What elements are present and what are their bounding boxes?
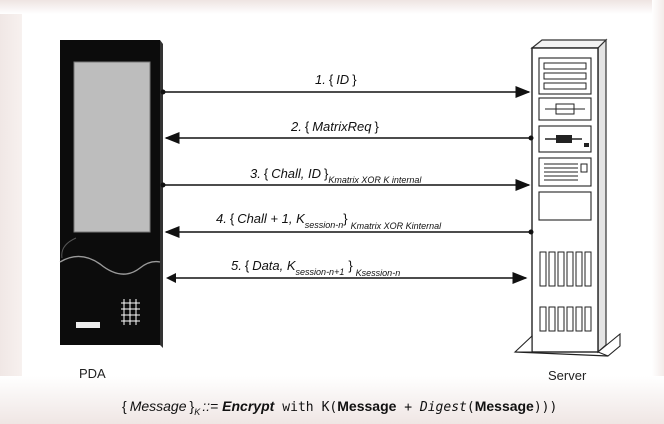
pda-button <box>76 322 100 328</box>
message-1-label: 1.{ID} <box>315 72 357 87</box>
pda-device-icon <box>60 40 163 348</box>
message-2-arrow <box>166 136 534 141</box>
message-4-label: 4.{Chall + 1, Ksession-n}Kmatrix XOR Kin… <box>216 211 442 231</box>
server-label: Server <box>548 368 587 383</box>
message-1-arrow <box>161 90 530 95</box>
pda-screen <box>74 62 150 232</box>
server-tower-icon <box>515 40 620 356</box>
message-5-label: 5.{Data, Ksession-n+1}Ksession-n <box>231 258 400 278</box>
message-3-label: 3.{Chall, ID}Kmatrix XOR K internal <box>250 166 422 185</box>
pda-label: PDA <box>79 366 106 381</box>
message-2-label: 2.{MatrixReq} <box>290 119 379 134</box>
message-5-arrow <box>166 273 526 283</box>
